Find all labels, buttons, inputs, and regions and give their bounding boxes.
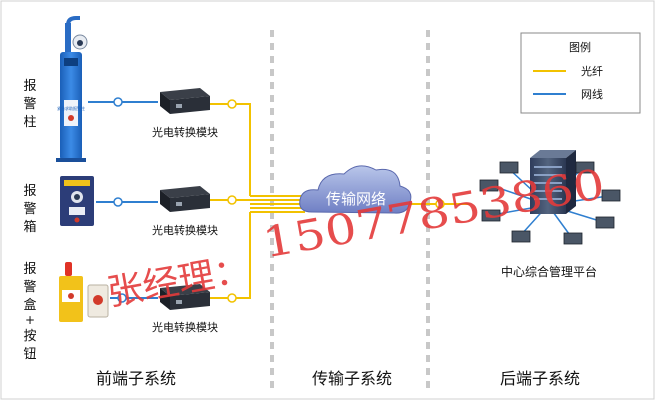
alarm-box-device [60,176,94,226]
legend: 图例 光纤 网线 [520,32,641,114]
svg-text:钮: 钮 [23,347,36,362]
svg-text:报: 报 [23,79,36,94]
converter-2-label: 光电转换模块 [152,223,218,237]
alarm-pillar-device: 紧急求助报警柱 [56,16,88,162]
fiber-connector-icon [227,195,237,205]
legend-fiber-label: 光纤 [581,64,603,78]
legend-title: 图例 [569,40,591,54]
svg-text:+: + [25,313,35,327]
cable-connector-icon [117,293,127,303]
svg-text:警: 警 [23,96,36,112]
svg-text:警: 警 [23,201,36,217]
section-front-title: 前端子系统 [96,369,176,388]
section-transport-title: 传输子系统 [312,369,392,388]
svg-text:箱: 箱 [23,219,36,235]
svg-text:按: 按 [23,329,36,344]
pillar-panel-text: 紧急求助报警柱 [57,105,85,111]
svg-text:柱: 柱 [23,115,36,130]
converter-3 [160,284,210,310]
client-computer-icon [595,216,615,229]
alarm-button-device [59,262,109,322]
cloud-label: 传输网络 [326,190,386,208]
converter-2 [160,186,210,212]
fiber-connector-icon [227,99,237,109]
client-computer-icon [563,232,583,245]
converter-1 [160,88,210,114]
client-computer-icon [601,189,621,202]
watermark-phone: 15077853860 [259,159,608,267]
client-computer-icon [511,230,531,243]
fiber-connector-icon [435,199,445,209]
pillar-label: 报 警 柱 [23,79,36,130]
button-box-label: 报 警 盒 + 按 钮 [23,262,36,362]
svg-text:盒: 盒 [23,297,36,313]
converter-1-label: 光电转换模块 [152,125,218,139]
converter-3-label: 光电转换模块 [152,320,218,334]
box-label: 报 警 箱 [23,184,36,235]
cable-connector-icon [113,197,123,207]
client-computer-icon [479,179,499,192]
cable-connector-icon [113,97,123,107]
client-computer-icon [499,161,519,174]
svg-text:警: 警 [23,279,36,295]
svg-text:报: 报 [23,184,36,199]
client-computer-icon [575,161,595,174]
network-cloud-icon [299,165,412,214]
center-platform [479,150,621,245]
client-computer-icon [481,209,501,222]
svg-text:报: 报 [23,262,36,277]
center-label: 中心综合管理平台 [501,264,597,279]
legend-cable-label: 网线 [581,87,603,101]
section-back-title: 后端子系统 [500,369,580,388]
fiber-connector-icon [227,293,237,303]
